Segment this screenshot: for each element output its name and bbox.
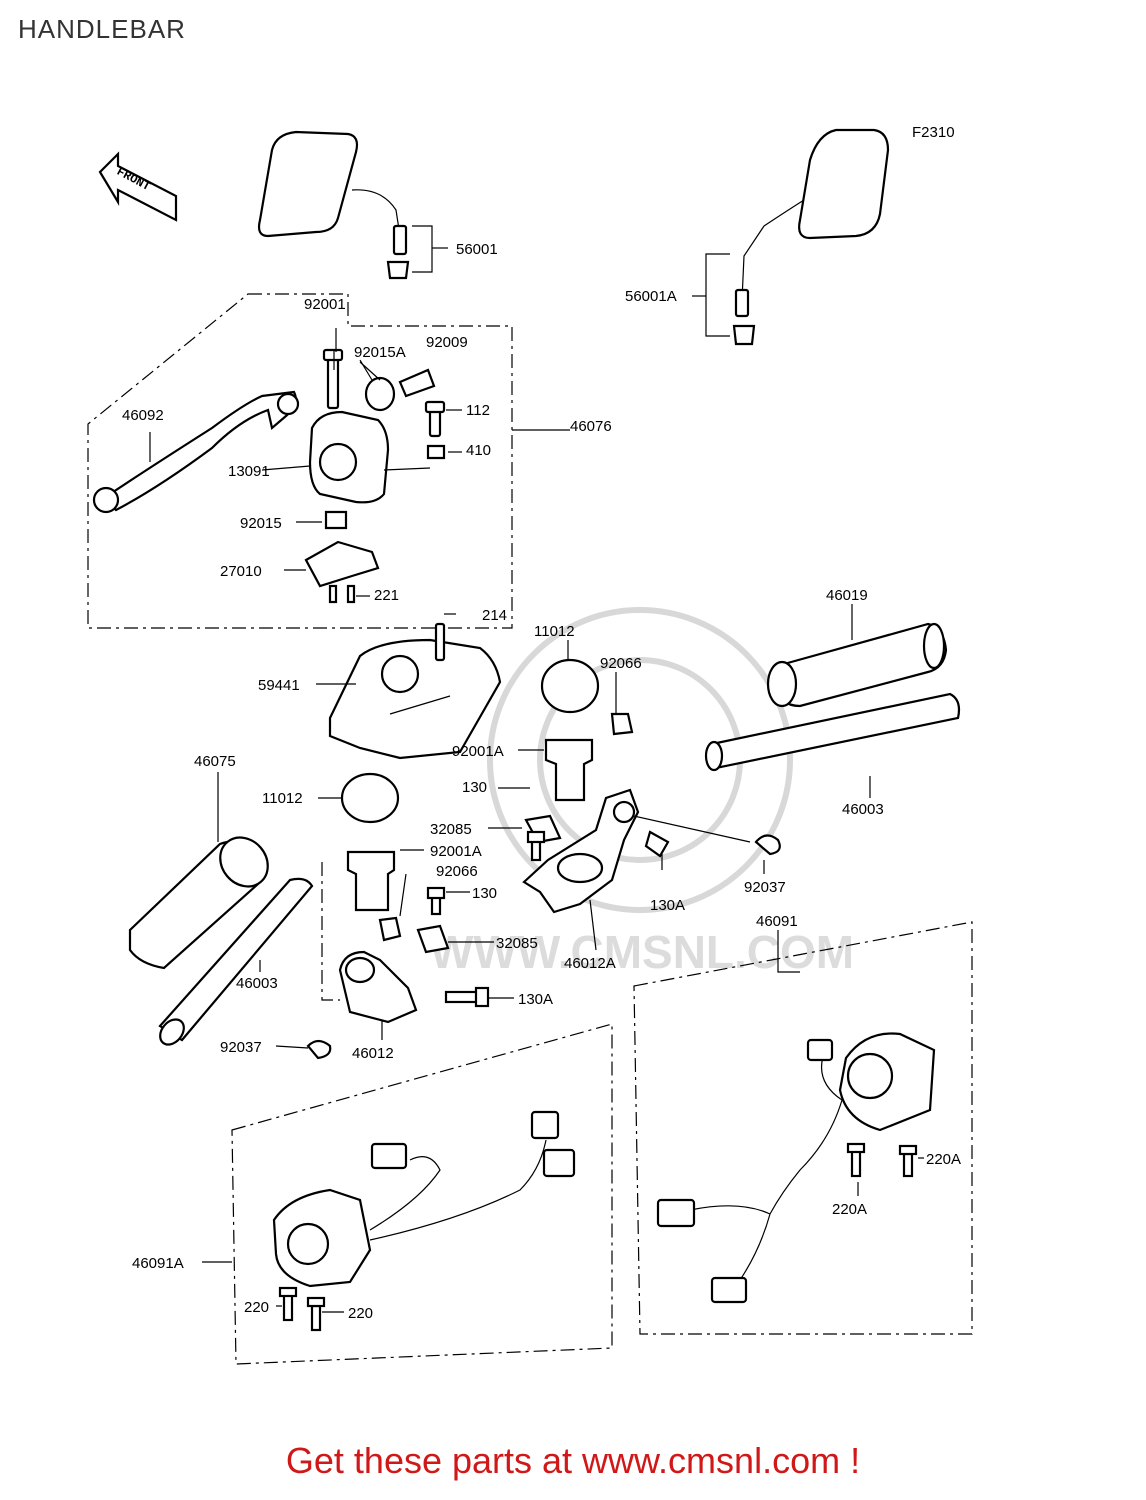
figure-code: F2310	[912, 124, 955, 141]
label-130A-left: 130A	[518, 991, 553, 1008]
bolt-130A-left[interactable]	[444, 986, 490, 1008]
label-46012A: 46012A	[564, 955, 616, 972]
label-220A-right: 220A	[926, 1151, 961, 1168]
label-92015A: 92015A	[354, 344, 406, 361]
bolt-130A-right[interactable]	[644, 830, 670, 858]
screw-130-left[interactable]	[426, 886, 446, 916]
label-46012: 46012	[352, 1045, 394, 1062]
clamp-92037-right[interactable]	[754, 834, 781, 856]
label-46003-right: 46003	[842, 801, 884, 818]
label-92037-left: 92037	[220, 1039, 262, 1056]
handlebar-46003-left[interactable]	[155, 877, 314, 1049]
watermark-logo: WWW.CMSNL.COM	[430, 607, 854, 978]
label-46092: 46092	[122, 407, 164, 424]
label-46019: 46019	[826, 587, 868, 604]
switch-housing-46091[interactable]	[656, 1032, 936, 1304]
nut-92015[interactable]	[324, 510, 348, 530]
screw-130-right[interactable]	[526, 830, 546, 862]
screw-220A-a[interactable]	[846, 1142, 866, 1178]
master-cylinder[interactable]	[308, 410, 390, 504]
label-112: 112	[466, 402, 490, 419]
reservoir-cap-11012-left[interactable]	[340, 772, 400, 824]
label-130-left: 130	[472, 885, 497, 902]
front-arrow-icon: FRONT	[98, 151, 178, 222]
label-92001: 92001	[304, 296, 346, 313]
switch-housing-46091A[interactable]	[272, 1110, 576, 1288]
label-59441: 59441	[258, 677, 300, 694]
clamp-92037-left[interactable]	[306, 1039, 332, 1060]
label-56001A: 56001A	[625, 288, 677, 305]
holder-46012[interactable]	[338, 950, 418, 1024]
screw-220A-b[interactable]	[898, 1144, 918, 1178]
label-27010: 27010	[220, 563, 262, 580]
holder-46012A[interactable]	[522, 788, 640, 914]
label-130A-right: 130A	[650, 897, 685, 914]
label-130-right: 130	[462, 779, 487, 796]
label-410: 410	[466, 442, 491, 459]
label-46091A: 46091A	[132, 1255, 184, 1272]
mirror-right[interactable]	[732, 128, 890, 346]
label-92015: 92015	[240, 515, 282, 532]
label-214: 214	[482, 607, 507, 624]
bolt-92001[interactable]	[322, 348, 344, 410]
label-92037-right: 92037	[744, 879, 786, 896]
clip-32085-left[interactable]	[416, 924, 450, 954]
label-46091: 46091	[756, 913, 798, 930]
label-46076: 46076	[570, 418, 612, 435]
label-56001: 56001	[456, 241, 498, 258]
holder-cover-59441[interactable]	[328, 622, 502, 760]
label-92001A-left: 92001A	[430, 843, 482, 860]
clamp-92066-right[interactable]	[610, 712, 634, 736]
screw-220-b[interactable]	[306, 1296, 326, 1332]
label-220-left: 220	[244, 1299, 269, 1316]
footer-link-text[interactable]: Get these parts at www.cmsnl.com !	[285, 1440, 861, 1481]
brake-lever[interactable]	[92, 390, 300, 514]
label-92066-left: 92066	[436, 863, 478, 880]
bolt-112[interactable]	[424, 400, 446, 438]
clamp-92066-left[interactable]	[378, 916, 402, 942]
handlebar-46003-right[interactable]	[704, 692, 961, 772]
adjuster-92009[interactable]	[398, 368, 436, 398]
bushing-92015A[interactable]	[364, 376, 396, 412]
reservoir-cap-11012-right[interactable]	[540, 658, 600, 714]
reservoir-92001A-right[interactable]	[544, 738, 594, 802]
label-32085-right: 32085	[430, 821, 472, 838]
label-220-right: 220	[348, 1305, 373, 1322]
label-46003-left: 46003	[236, 975, 278, 992]
label-92001A-right: 92001A	[452, 743, 504, 760]
grip-46019[interactable]	[766, 622, 948, 708]
mirror-left[interactable]	[257, 130, 410, 280]
reservoir-92001A-left[interactable]	[346, 850, 396, 912]
label-11012-right: 11012	[534, 623, 575, 640]
leader-lines	[149, 225, 924, 1313]
label-220A-bottom: 220A	[832, 1201, 867, 1218]
label-13091: 13091	[228, 463, 270, 480]
label-221: 221	[374, 587, 399, 604]
page-title: HANDLEBAR	[18, 14, 186, 44]
screw-220-a[interactable]	[278, 1286, 298, 1322]
watermark-text: WWW.CMSNL.COM	[430, 926, 854, 978]
label-92066-right: 92066	[600, 655, 642, 672]
label-32085-left: 32085	[496, 935, 538, 952]
washer-410[interactable]	[426, 444, 446, 460]
brake-switch-27010[interactable]	[304, 540, 380, 604]
label-92009: 92009	[426, 334, 468, 351]
label-46075: 46075	[194, 753, 236, 770]
grip-46075[interactable]	[128, 828, 278, 970]
label-11012-left: 11012	[262, 790, 303, 807]
